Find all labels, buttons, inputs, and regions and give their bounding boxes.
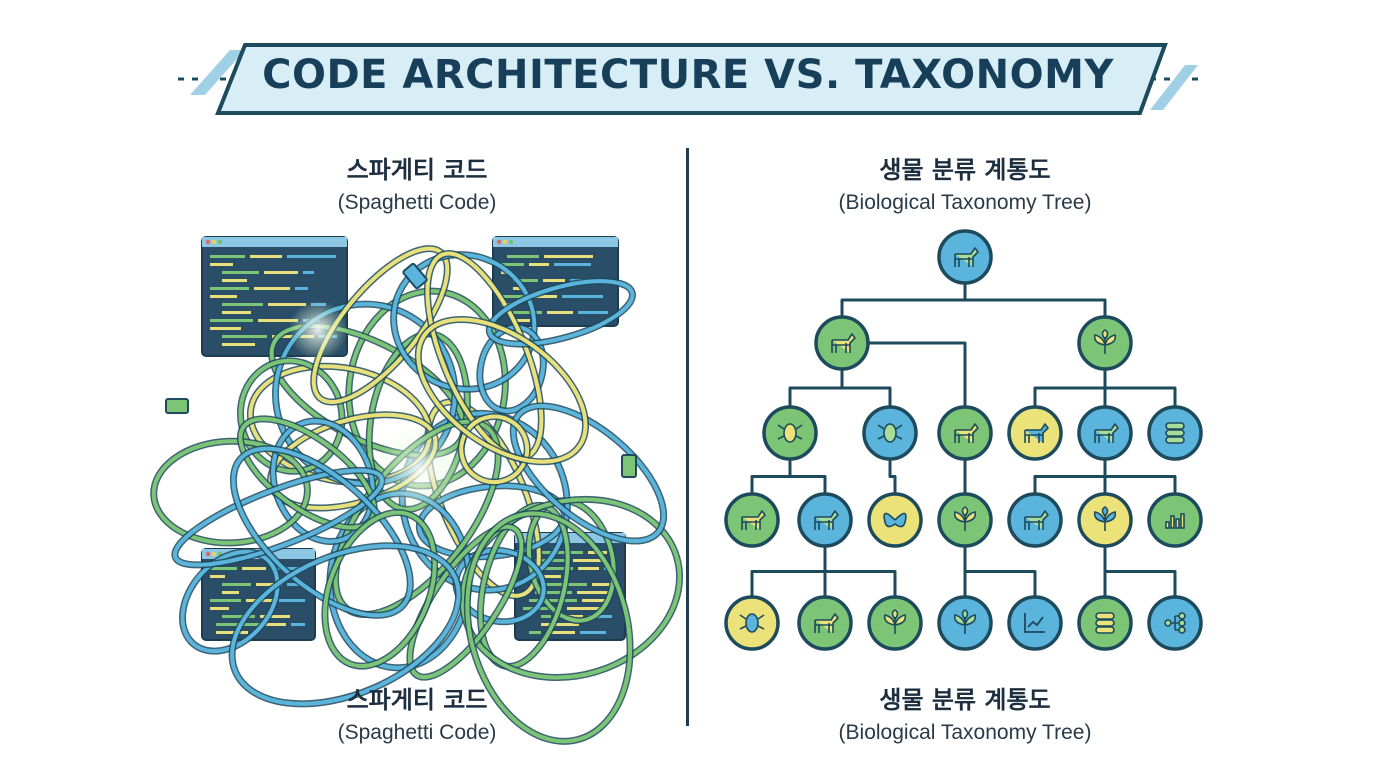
tree-node-b4 [937, 492, 993, 548]
tree-edge [842, 341, 967, 433]
database-icon [1095, 612, 1115, 634]
page-title: CODE ARCHITECTURE VS. TAXONOMY [262, 52, 1114, 98]
right-heading: 생물 분류 계통도 (Biological Taxonomy Tree) [735, 150, 1195, 215]
right-caption-en: (Biological Taxonomy Tree) [838, 721, 1092, 744]
tree-node-a1 [762, 405, 818, 461]
cable [465, 511, 633, 744]
title-banner [178, 43, 1200, 115]
line-chart-icon [1024, 613, 1045, 633]
dog-icon [1024, 510, 1049, 530]
left-heading-ko: 스파게티 코드 [346, 156, 488, 184]
cable [511, 403, 666, 544]
cable [180, 549, 280, 654]
left-heading: 스파게티 코드 (Spaghetti Code) [187, 150, 647, 215]
tree-node-p3 [1147, 405, 1203, 461]
tree-node-b1 [724, 492, 780, 548]
cable [151, 439, 310, 545]
right-caption: 생물 분류 계통도 (Biological Taxonomy Tree) [735, 680, 1195, 745]
tree-node-b3 [867, 492, 923, 548]
tree-node-c2 [797, 595, 853, 651]
cable [407, 524, 524, 680]
spider-icon [777, 423, 803, 443]
tree-node-c1 [724, 595, 780, 651]
cable-connector-icon [165, 398, 189, 414]
tree-node-circle [1147, 492, 1203, 548]
tree-node-c4 [937, 595, 993, 651]
bird-icon [954, 423, 979, 443]
plant-icon [1093, 329, 1117, 354]
glow-highlight [375, 425, 465, 515]
tree-node-root [937, 229, 993, 285]
microbe-icon [877, 423, 903, 443]
bar-chart-icon [1165, 513, 1185, 529]
seedling-icon [883, 609, 907, 634]
cable-connector-icon [621, 454, 637, 478]
tree-node-p2 [1077, 405, 1133, 461]
tree-node-b5 [1007, 492, 1063, 548]
tree-node-a2 [862, 405, 918, 461]
cable [477, 325, 546, 413]
tree-node-a3 [937, 405, 993, 461]
right-heading-ko: 생물 분류 계통도 [879, 156, 1051, 184]
cable [230, 543, 461, 706]
left-caption-en: (Spaghetti Code) [337, 721, 497, 744]
beetle-icon [739, 613, 765, 633]
left-caption: 스파게티 코드 (Spaghetti Code) [187, 680, 647, 745]
flower-icon [953, 609, 977, 634]
tree-node-plants [1077, 315, 1133, 371]
frog-icon [1024, 423, 1049, 443]
wolf-icon [814, 510, 839, 530]
cat-icon [741, 510, 766, 530]
left-caption-ko: 스파게티 코드 [346, 686, 488, 714]
tangled-cables [150, 245, 684, 745]
cable [322, 510, 437, 669]
cable [416, 317, 588, 464]
tree-node-c7 [1147, 595, 1203, 651]
goat-icon [1094, 423, 1119, 443]
elephant-icon [954, 247, 979, 267]
database-icon [1165, 422, 1185, 444]
tree-node-b7 [1147, 492, 1203, 548]
mouse-icon [814, 613, 839, 633]
cow-icon [831, 333, 856, 353]
cable-connector-icon [402, 262, 428, 290]
tree-node-p1 [1007, 405, 1063, 461]
left-heading-en: (Spaghetti Code) [337, 191, 497, 214]
tree-node-animals [814, 315, 870, 371]
center-divider [686, 148, 689, 726]
tree-node-b6 [1077, 492, 1133, 548]
cable [487, 279, 635, 347]
sprout-icon [953, 506, 977, 531]
network-icon [1164, 612, 1186, 634]
tree-node-c6 [1077, 595, 1133, 651]
leaf-icon [1093, 506, 1117, 531]
tree-node-c5 [1007, 595, 1063, 651]
tree-node-b2 [797, 492, 853, 548]
tree-node-c3 [867, 595, 923, 651]
cable [231, 446, 413, 618]
right-heading-en: (Biological Taxonomy Tree) [838, 191, 1092, 214]
right-caption-ko: 생물 분류 계통도 [879, 686, 1051, 714]
butterfly-icon [883, 512, 907, 528]
glow-highlight [288, 300, 348, 360]
